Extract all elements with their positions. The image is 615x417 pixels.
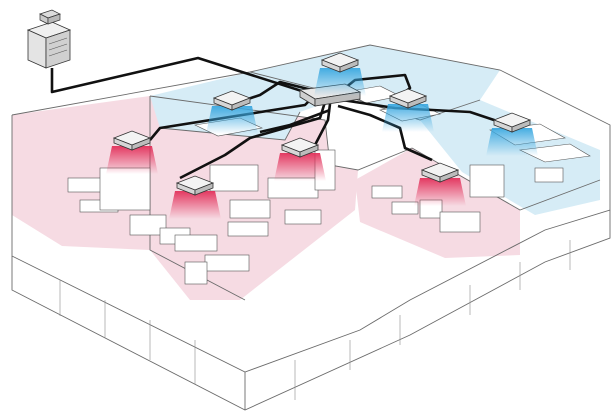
partition-meeting [159,111,301,141]
airflow-cooling [314,68,366,96]
cassette-unit-icon [314,52,366,96]
cassette-unit-icon [169,175,221,219]
main-refrigerant-line [50,56,309,95]
cassette-unit-icon [274,137,326,181]
zone-east-workroom [420,100,600,215]
airflow-heating [106,146,158,174]
cassette-unit-icon [382,88,434,132]
floor-slab-outline [11,210,611,411]
lounge-sofas [371,164,505,233]
branch-line-center-far [259,108,331,134]
branch-line-workroom [341,98,501,124]
cassette-unit-icon [206,90,258,134]
column-grid [59,240,571,400]
condenser-unit-icon [26,9,72,69]
cassette-unit-icon [414,162,466,206]
cassette-unit-icon [486,112,538,156]
airflow-cooling [206,106,258,134]
zone-north-conference [250,45,500,120]
airflow-heating [274,153,326,181]
branch-line-north [244,80,321,102]
airflow-heating [414,178,466,206]
airflow-cooling [382,104,434,132]
cassette-unit-icon [106,130,158,174]
outer-wall-top [11,44,611,373]
airflow-heating [169,191,221,219]
airflow-cooling [486,128,538,156]
desk-cluster-center [174,221,269,285]
